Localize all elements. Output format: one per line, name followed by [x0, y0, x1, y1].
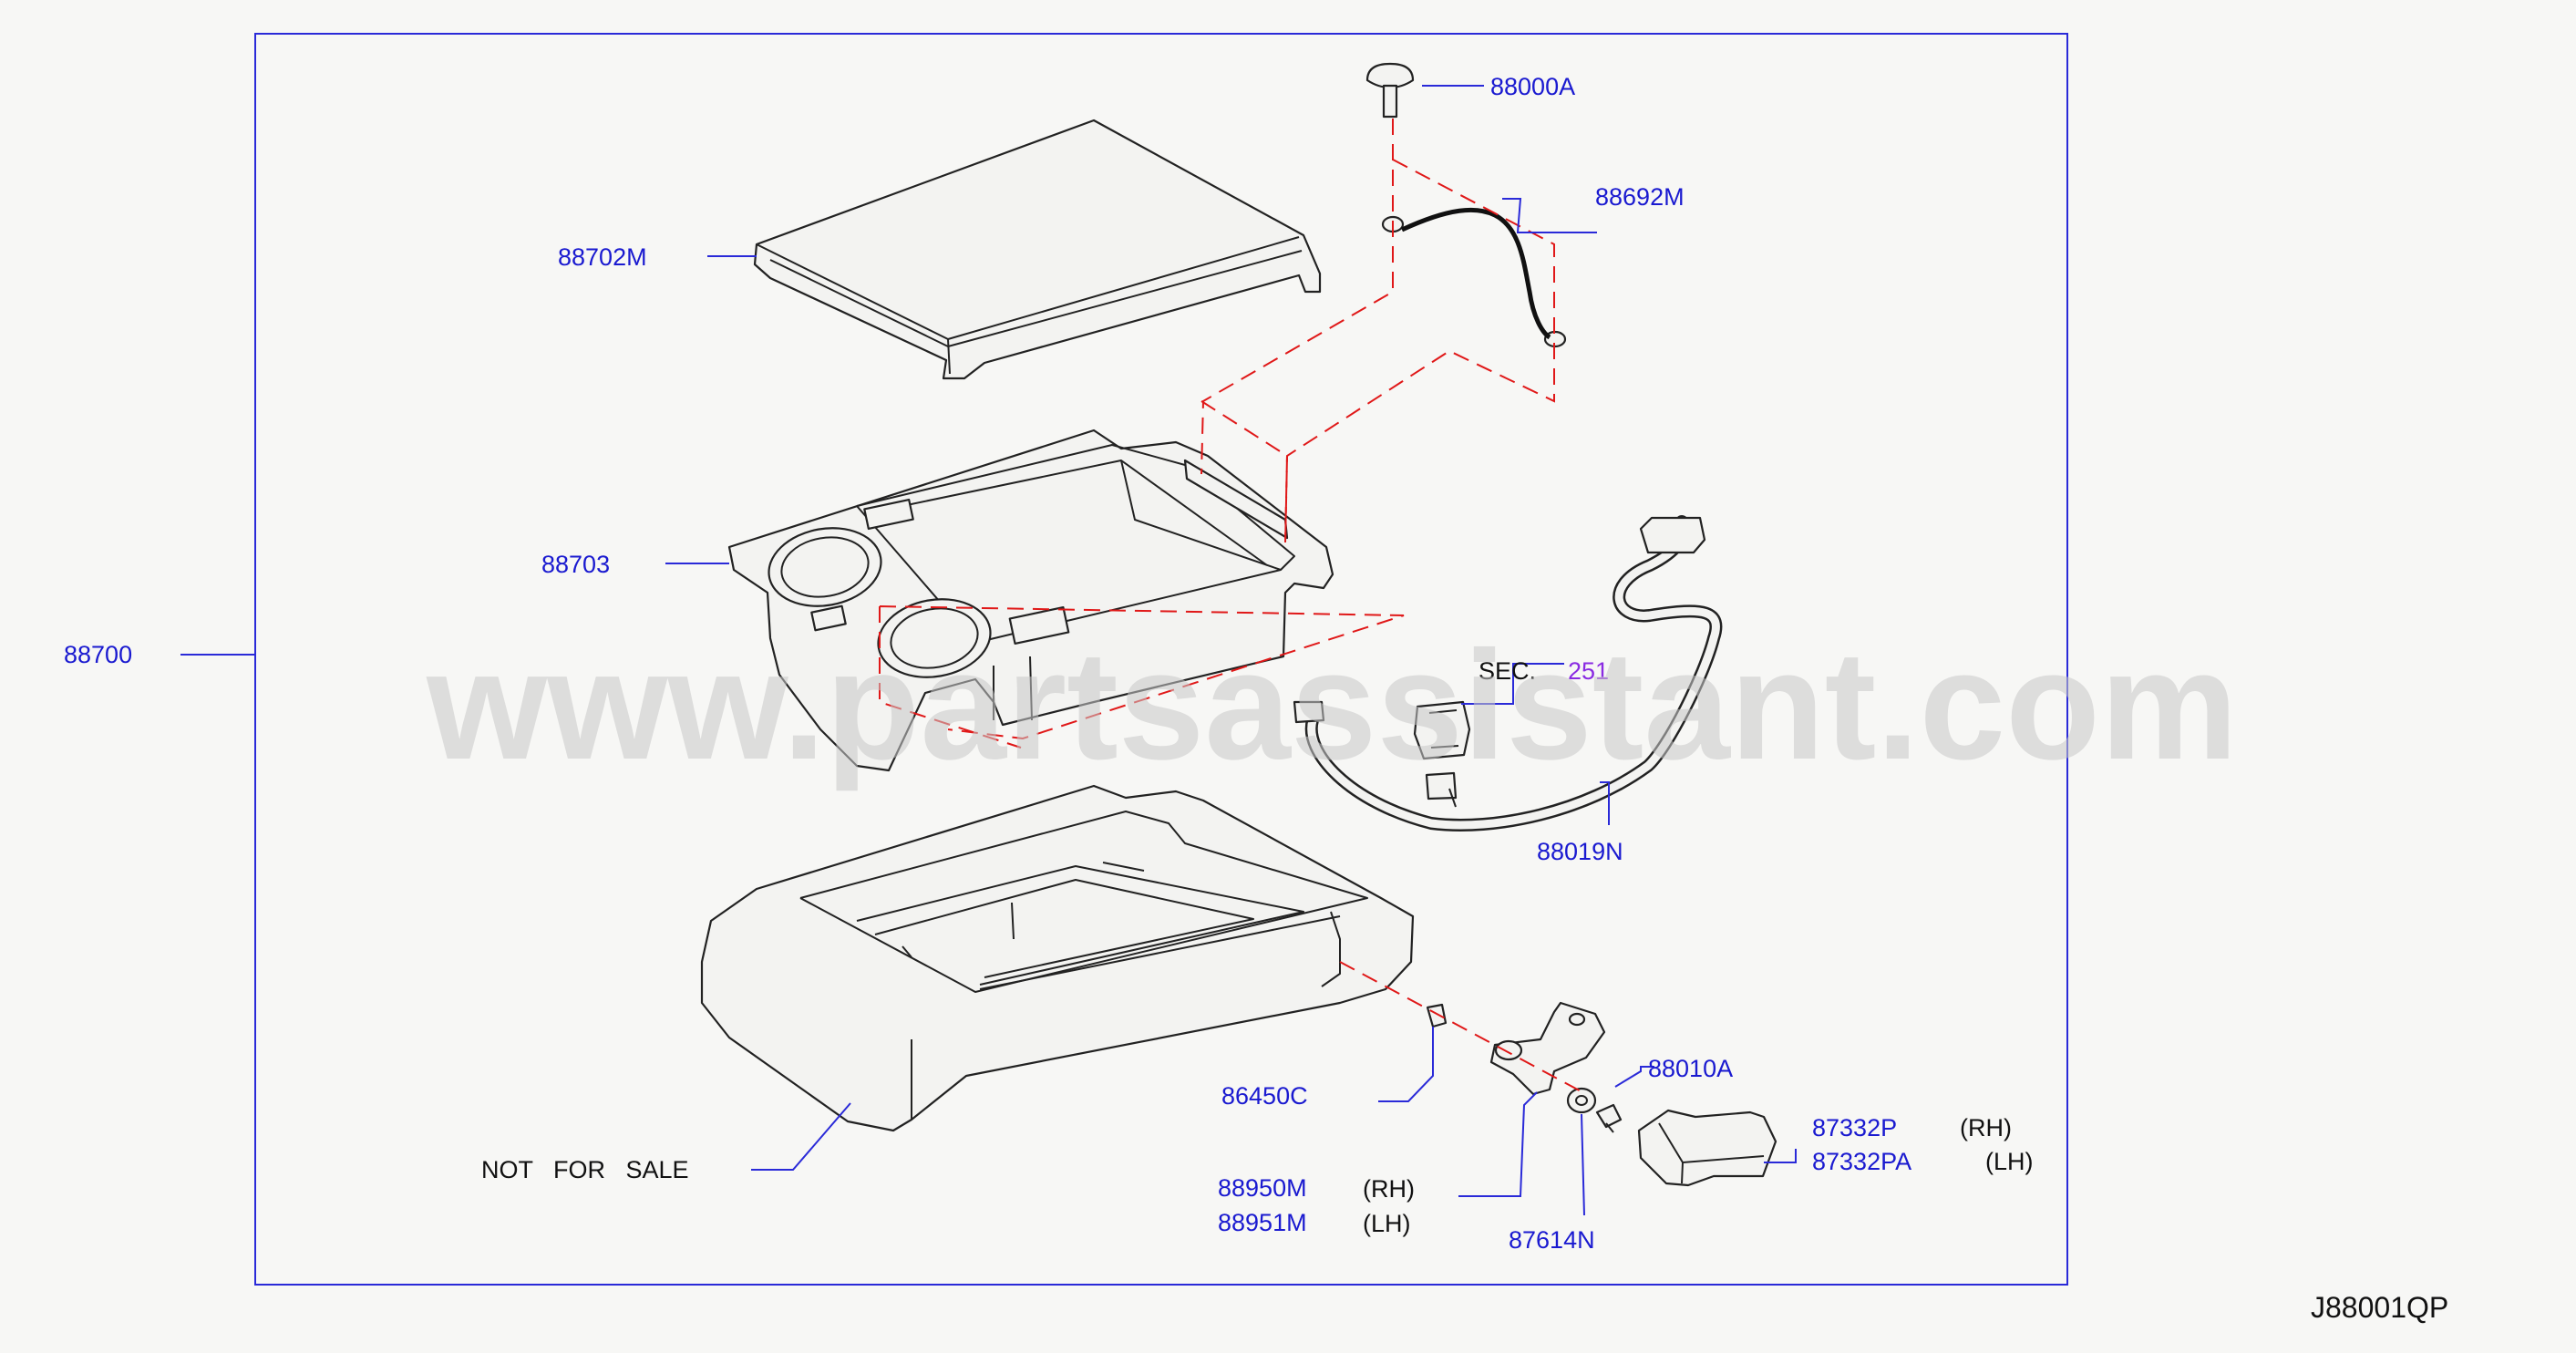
label-88019n[interactable]: 88019N: [1537, 838, 1623, 865]
label-88010a[interactable]: 88010A: [1648, 1055, 1733, 1082]
screw-88010a[interactable]: [1595, 1103, 1623, 1133]
harness-88019n[interactable]: [1293, 515, 1723, 831]
hinge-cover[interactable]: [1637, 1109, 1777, 1187]
label-88951m[interactable]: 88951M: [1218, 1209, 1307, 1236]
label-87332pa[interactable]: 87332PA: [1812, 1148, 1911, 1175]
label-88950m-rh: (RH): [1363, 1175, 1415, 1203]
label-87332pa-lh: (LH): [1985, 1148, 2034, 1175]
assembly-guide-lines: [879, 119, 1587, 1095]
clip-86450c[interactable]: [1426, 1003, 1448, 1028]
cable-88692m[interactable]: [1381, 207, 1567, 348]
label-88702m[interactable]: 88702M: [558, 243, 647, 271]
bolt-88000a[interactable]: [1365, 62, 1415, 119]
label-not-for-sale: NOT FOR SALE: [481, 1156, 689, 1183]
label-88950m[interactable]: 88950M: [1218, 1174, 1307, 1202]
watermark: www.partsassistant.com: [426, 619, 2238, 792]
label-sec-prefix: SEC.: [1479, 657, 1536, 685]
armrest-lid[interactable]: [753, 119, 1322, 380]
label-87332p[interactable]: 87332P: [1812, 1114, 1897, 1141]
label-87614n[interactable]: 87614N: [1509, 1226, 1595, 1254]
leader-lines: [180, 85, 1797, 1216]
label-88000a[interactable]: 88000A: [1490, 73, 1575, 100]
hinge-bracket[interactable]: [1489, 1001, 1606, 1096]
label-sec-251[interactable]: 251: [1568, 657, 1609, 685]
diagram-frame: [254, 33, 2068, 1286]
label-87332p-rh: (RH): [1960, 1114, 2012, 1141]
label-88692m[interactable]: 88692M: [1595, 183, 1685, 211]
console-base[interactable]: [700, 784, 1415, 1132]
label-86450c[interactable]: 86450C: [1221, 1082, 1308, 1110]
label-88703[interactable]: 88703: [541, 551, 610, 578]
washer-87614n[interactable]: [1566, 1087, 1597, 1114]
label-88700[interactable]: 88700: [64, 641, 132, 668]
label-88951m-lh: (LH): [1363, 1210, 1411, 1237]
diagram-code: J88001QP: [2311, 1291, 2448, 1324]
